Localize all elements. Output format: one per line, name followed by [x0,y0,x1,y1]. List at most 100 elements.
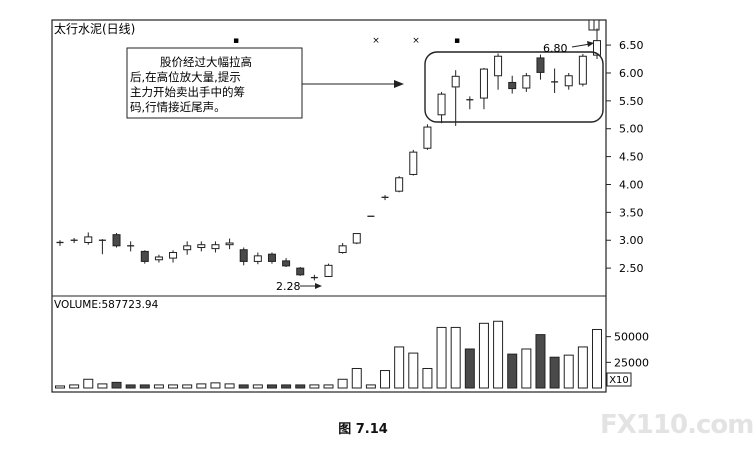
volume-bar [125,384,136,389]
volume-tick-label: 25000 [614,356,649,369]
candle-body [154,256,163,261]
top-zone-highlight [424,51,604,123]
volume-bar [521,348,532,389]
volume-bar [224,383,235,389]
candle-body [395,177,404,192]
volume-bar [577,346,588,389]
volume-label: VOLUME:587723.94 [54,299,159,311]
low-arrowhead [315,283,322,289]
volume-bar [153,384,164,389]
volume-bar [210,382,221,389]
top-marker: ▪ [233,36,239,46]
candle-body [508,81,517,90]
volume-axis: 25000 50000 [606,331,649,369]
price-tick-label: 5.50 [619,95,644,108]
volume-bars-layer [55,320,602,389]
chart-title: 太行水泥(日线) [54,21,135,36]
volume-bar [196,383,207,389]
volume-bar [394,346,405,389]
price-tick-label: 4.50 [619,151,644,164]
high-arrow [571,43,591,48]
volume-bar [592,328,602,389]
volume-bar [549,356,560,389]
candle-body [197,244,206,248]
annotation-line: 码,行情接近尾声。 [130,100,226,114]
candle-body [338,245,347,254]
candle-body [451,75,460,88]
high-arrowhead [587,41,594,47]
candle-body [437,93,446,116]
volume-multiplier: X10 [609,375,629,386]
price-tick-label: 3.00 [619,234,644,247]
candles-layer [56,28,601,281]
candle-body [239,249,248,262]
volume-bar [365,384,376,389]
volume-bar [55,385,65,389]
candle-body [225,242,234,246]
high-price-label: 6.80 [543,42,568,55]
volume-bar [139,384,150,389]
low-price-label: 2.28 [276,280,301,293]
volume-bar [252,384,263,389]
volume-multiplier-box [606,372,632,387]
annotation-line: 股价经过大幅拉高 [160,55,252,69]
volume-bar [337,378,348,389]
candle-body [479,68,488,99]
candle-body [140,250,149,262]
candle-body [409,151,418,175]
candle-body [536,57,545,73]
price-tick-label: 6.00 [619,67,644,80]
volume-bar [507,353,518,389]
candle-body [169,252,178,259]
candle-body [84,236,93,243]
volume-bar [83,378,94,389]
candle-body [522,75,531,89]
candle-body [267,253,276,262]
candle-body [183,245,192,251]
candle-body [253,255,262,262]
candle-body [211,244,220,250]
volume-bar [478,322,489,389]
annotation-line: 主力开始卖出手中的筹 [130,85,245,99]
price-tick-label: 6.50 [619,39,644,52]
candle-body [564,75,573,87]
volume-bar [351,367,362,389]
candle-body [578,55,587,85]
volume-bar [535,334,546,389]
volume-bar [182,384,193,389]
annotation-line: 后,在高位放大量,提示 [130,70,241,84]
volume-bar [281,384,292,389]
volume-bar [323,384,334,389]
price-tick-label: 3.50 [619,206,644,219]
volume-bar [464,348,475,389]
watermark: FX110.com [600,410,753,440]
candle-body [423,126,432,149]
candle-body [112,234,121,247]
volume-bar [422,367,433,389]
volume-bar [493,320,504,389]
candle-body [494,55,503,77]
annotation-arrowhead [394,80,404,88]
annotation-box [126,47,303,119]
candlestick-chart: 太行水泥(日线) VOLUME:587723.94 2.50 3.00 3.50 4.… [51,19,649,393]
volume-bar [563,354,574,389]
volume-bar [111,381,122,389]
candle-body [282,260,291,267]
volume-bar [436,326,447,389]
candle-body [324,264,333,277]
top-marker: × [372,36,380,46]
volume-bar [238,384,249,389]
top-marker: × [412,36,420,46]
volume-tick-label: 50000 [614,331,649,344]
volume-bar [450,326,461,389]
volume-bar [266,384,277,389]
price-tick-label: 4.00 [619,178,644,191]
candle-body [296,267,305,276]
volume-bar [380,370,391,389]
volume-bar [295,384,306,389]
candle-body [593,40,601,56]
candle-body [352,233,361,244]
price-tick-label: 2.50 [619,262,644,275]
volume-bar [408,352,419,389]
volume-bar [69,384,80,389]
